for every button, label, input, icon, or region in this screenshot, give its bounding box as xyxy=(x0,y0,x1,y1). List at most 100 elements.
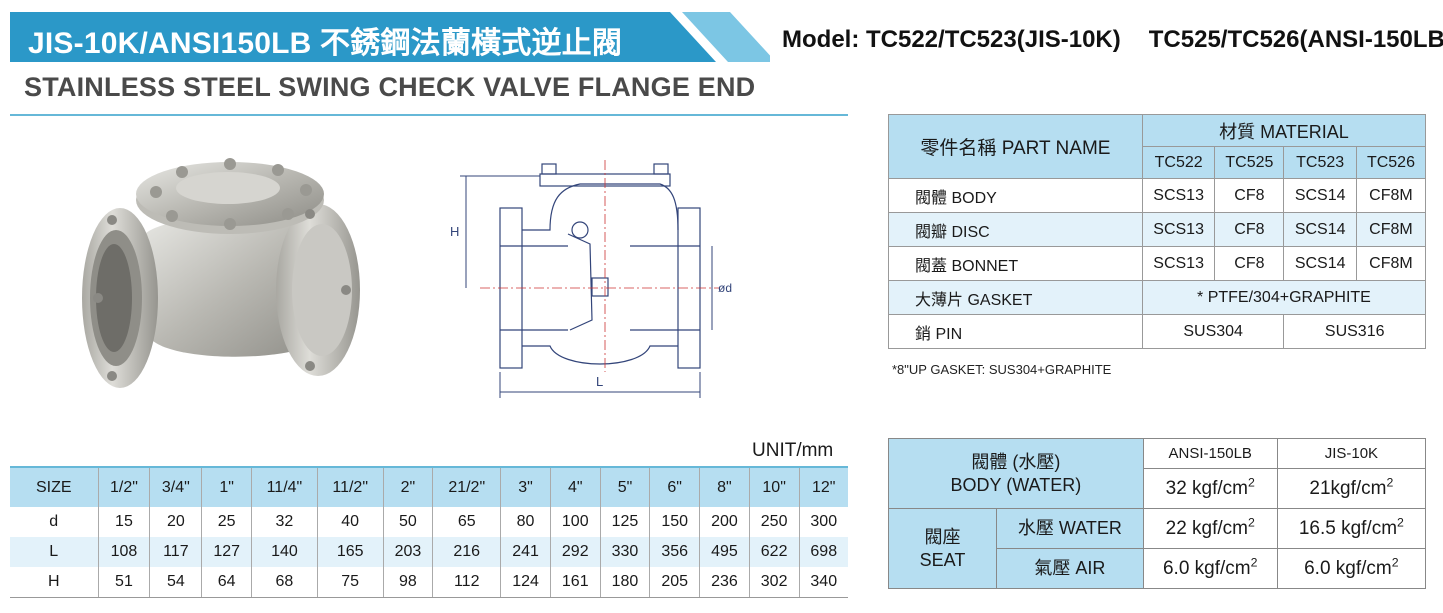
size-cell: 356 xyxy=(649,537,700,567)
col-jis: JIS-10K xyxy=(1276,438,1427,469)
part-name: 閥體 BODY xyxy=(888,178,1143,213)
page-subtitle: STAINLESS STEEL SWING CHECK VALVE FLANGE… xyxy=(24,72,756,102)
size-cell: 20 xyxy=(149,507,202,537)
body-label-cn: 閥體 (水壓) xyxy=(971,452,1061,472)
part-name-header: 零件名稱 PART NAME xyxy=(888,114,1143,179)
size-row-label: H xyxy=(10,567,98,598)
seat-label: 閥座 SEAT xyxy=(888,508,997,589)
size-cell: 124 xyxy=(500,567,551,598)
size-cell: 68 xyxy=(251,567,318,598)
size-cell: 200 xyxy=(699,507,750,537)
body-water-label: 閥體 (水壓) BODY (WATER) xyxy=(888,438,1144,509)
seat-air-label: 氣壓 AIR xyxy=(996,548,1144,589)
size-row-label: d xyxy=(49,513,59,530)
size-header-cell: 4" xyxy=(549,466,601,507)
material-cell: SCS14 xyxy=(1283,178,1357,213)
material-cell: SCS14 xyxy=(1283,212,1357,247)
size-header-cell: SIZE xyxy=(10,466,98,507)
material-row-disc: 閥瓣 DISC SCS13 CF8 SCS14 CF8M xyxy=(888,212,1427,247)
size-cell: 203 xyxy=(382,537,433,567)
size-header-cell: 5" xyxy=(599,466,650,507)
size-cell: 32 xyxy=(251,507,318,537)
material-cell: CF8 xyxy=(1214,212,1285,247)
size-cell: 140 xyxy=(251,537,318,567)
model-col: TC522 xyxy=(1141,146,1216,179)
size-cell: 236 xyxy=(699,567,750,598)
size-cell: 51 xyxy=(97,567,150,598)
size-cell: 64 xyxy=(201,567,252,598)
air-jis-value: 6.0 kgf/cm2 xyxy=(1276,548,1427,589)
size-cell: 622 xyxy=(748,537,799,567)
material-cell: CF8M xyxy=(1355,246,1427,281)
material-cell: SCS13 xyxy=(1141,212,1216,247)
size-header-cell: 11/2" xyxy=(316,466,384,507)
page-title: JIS-10K/ANSI150LB 不銹鋼法蘭橫式逆止閥 xyxy=(28,27,623,60)
material-cell: CF8M xyxy=(1355,178,1427,213)
size-cell: 340 xyxy=(798,567,848,598)
size-cell: 165 xyxy=(316,537,384,567)
size-cell: 250 xyxy=(748,507,799,537)
dim-d-label: ød xyxy=(718,281,732,295)
size-cell: 108 xyxy=(97,537,150,567)
water-ansi-value: 22 kgf/cm2 xyxy=(1142,508,1278,549)
material-row-bonnet: 閥蓋 BONNET SCS13 CF8 SCS14 CF8M xyxy=(888,246,1427,281)
size-cell: 241 xyxy=(500,537,551,567)
size-header-cell: 12" xyxy=(798,466,848,507)
body-jis-value: 21kgf/cm2 xyxy=(1276,468,1427,509)
size-cell: 330 xyxy=(599,537,650,567)
material-cell: SCS13 xyxy=(1141,178,1216,213)
material-cell: SCS13 xyxy=(1141,246,1216,281)
size-cell: 495 xyxy=(699,537,750,567)
header-rule xyxy=(10,114,848,116)
size-cell: 50 xyxy=(382,507,433,537)
size-cell: 216 xyxy=(432,537,501,567)
material-cell: * PTFE/304+GRAPHITE xyxy=(1141,280,1427,315)
size-header-cell: 10" xyxy=(748,466,799,507)
air-ansi-value: 6.0 kgf/cm2 xyxy=(1142,548,1278,589)
seat-label-cn: 閥座 xyxy=(924,527,961,547)
model-col: TC523 xyxy=(1283,146,1357,179)
material-row-pin: 銷 PIN SUS304 SUS316 xyxy=(888,314,1426,349)
material-cell: SUS316 xyxy=(1283,314,1426,349)
size-cell: 117 xyxy=(149,537,202,567)
part-name: 銷 PIN xyxy=(888,314,1143,349)
section-drawing: H ød L xyxy=(450,160,732,398)
size-cell: 698 xyxy=(798,537,848,567)
seat-water-label: 水壓 WATER xyxy=(996,508,1144,549)
size-cell: 292 xyxy=(549,537,601,567)
size-header-cell: 1/2" xyxy=(97,466,150,507)
model-col: TC526 xyxy=(1355,146,1427,179)
size-cell: 180 xyxy=(599,567,650,598)
size-cell: 100 xyxy=(549,507,601,537)
dim-l-label: L xyxy=(596,374,603,389)
model-jis: Model: TC522/TC523(JIS-10K) xyxy=(782,26,1121,53)
material-cell: CF8 xyxy=(1214,178,1285,213)
size-header-cell: 11/4" xyxy=(251,466,318,507)
seat-label-en: SEAT xyxy=(919,549,966,570)
size-cell: 125 xyxy=(599,507,650,537)
size-cell: 302 xyxy=(748,567,799,598)
valve-photo xyxy=(82,158,360,388)
size-cell: 98 xyxy=(382,567,433,598)
size-cell: 54 xyxy=(149,567,202,598)
size-cell: 80 xyxy=(500,507,551,537)
size-cell: 65 xyxy=(432,507,501,537)
size-cell: 112 xyxy=(432,567,501,598)
size-header-cell: 3" xyxy=(500,466,551,507)
material-cell: SCS14 xyxy=(1283,246,1357,281)
size-cell: 25 xyxy=(201,507,252,537)
size-cell: 40 xyxy=(316,507,384,537)
banner-shape xyxy=(10,12,770,62)
material-cell: CF8M xyxy=(1355,212,1427,247)
material-table: 零件名稱 PART NAME 材質 MATERIAL TC522 TC525 T… xyxy=(888,114,1427,349)
size-header-cell: 2" xyxy=(382,466,433,507)
part-name: 閥蓋 BONNET xyxy=(888,246,1143,281)
body-ansi-value: 32 kgf/cm2 xyxy=(1142,468,1278,509)
model-line: Model: TC522/TC523(JIS-10K) TC525/TC526(A… xyxy=(782,26,1443,54)
model-ansi: TC525/TC526(ANSI-150LB) xyxy=(1148,26,1443,53)
model-col: TC525 xyxy=(1214,146,1285,179)
water-jis-value: 16.5 kgf/cm2 xyxy=(1276,508,1427,549)
